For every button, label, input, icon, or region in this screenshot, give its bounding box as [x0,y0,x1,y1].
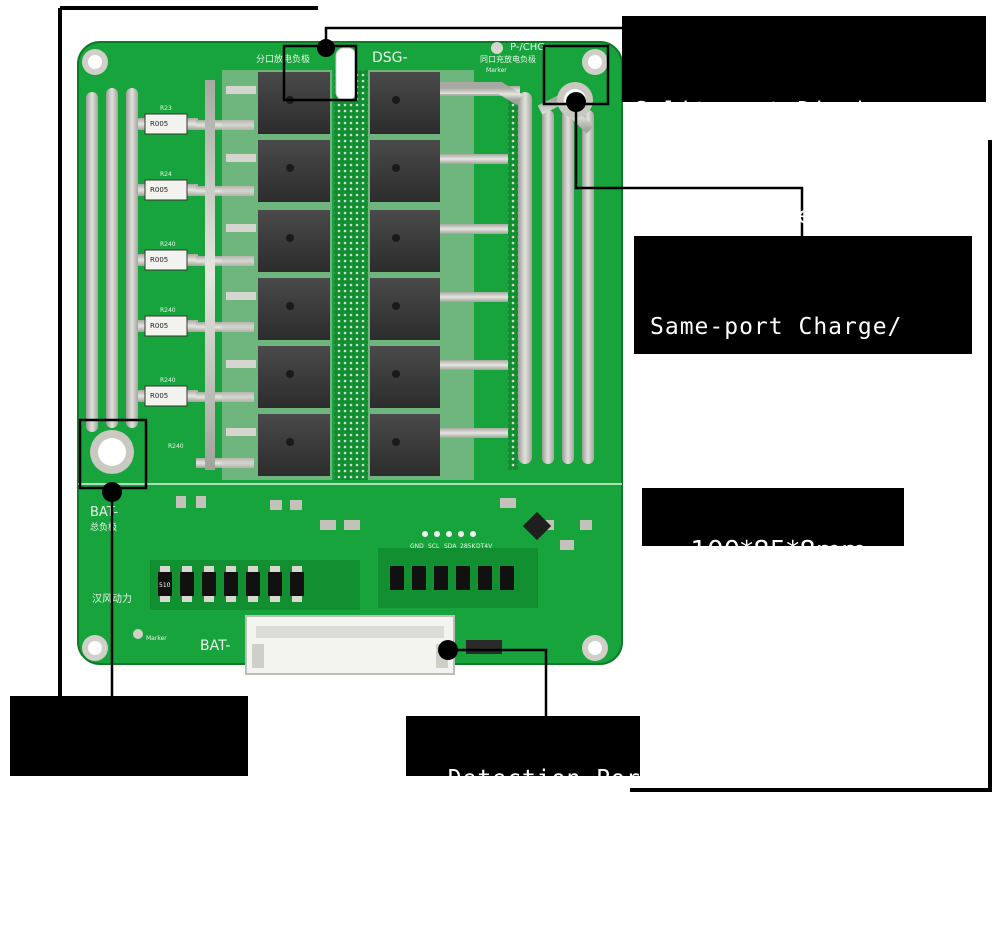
silk-r-label-4: R240 [160,307,176,314]
silk-pin-gnd: GND [410,543,424,550]
callout-input-negative-line-1: Input Negative [20,774,228,800]
via-strip [334,70,368,480]
dimensions-label: 100*85*8mm [642,488,904,566]
callout-same-port: Same-port Charge/ Discharge negative Ele… [634,236,972,550]
resistor-value-4: R005 [150,322,168,330]
resistor-value-1: R005 [150,120,168,128]
callout-split-port: Split-port Discharge Negative Electrode … [622,16,986,229]
pcb-board: DSG- 分口放电负极 P-/CHG- 同口充放电负极 Marker BAT- … [77,41,623,675]
silk-r-label-3: R240 [160,241,176,248]
silk-r-label-6: R240 [168,443,184,450]
balance-resistor-value: 510 [159,582,171,589]
shunt-resistors [138,113,198,407]
silkscreen-text: DSG- 分口放电负极 P-/CHG- 同口充放电负极 Marker BAT- … [90,42,549,654]
silk-same-cn: 同口充放电负极 [480,54,536,64]
slot-hole [335,47,357,101]
mounting-holes [82,49,608,661]
silk-total-cn: 总负极 [90,521,117,533]
mosfet-column-right [368,70,520,480]
resistor-value-2: R005 [150,186,168,194]
silk-r-label-1: R23 [160,105,172,112]
callout-detection-port: Detection Port [406,716,655,792]
silk-r-label-2: R24 [160,171,172,178]
right-bus-bars [440,82,594,470]
mosfet-column-left [222,70,332,480]
leader-detection-port [448,648,548,716]
silk-pin-scl: SCL [428,543,440,550]
silk-pin-dt4v: DT4V [476,543,493,550]
silk-pack: P-/CHG- [510,42,549,53]
callout-same-port-line-2: Discharge negative [650,419,918,445]
left-bus-bars [86,88,138,432]
leader-same-port [574,102,804,236]
silk-marker-bottom: Marker [146,635,167,642]
silk-marker-top: Marker [486,67,507,74]
callout-same-port-line-1: Same-port Charge/ [650,314,903,340]
callout-split-port-line-2: Negative Electrode DSG- [634,203,976,229]
silk-pin-sda: SDA [444,543,457,550]
callout-input-negative-line-2: Electrode BAT- [20,879,228,905]
detection-port-connector[interactable] [245,615,502,675]
dimensions-text: 100*85*8mm [690,536,867,566]
callout-split-port-line-1: Split-port Discharge [634,98,931,124]
resistor-value-5: R005 [150,392,168,400]
frame-lines [58,6,992,792]
silk-dsg: DSG- [372,50,408,66]
silk-bat-top: BAT- [90,505,119,520]
callout-detection-port-text: Detection Port [447,766,656,792]
silk-pin-285k: 285K [460,543,476,550]
leader-dots [102,39,586,660]
pcb-diagram: DSG- 分口放电负极 P-/CHG- 同口充放电负极 Marker BAT- … [58,6,992,792]
balance-resistors [150,496,592,610]
silk-bat-bottom: BAT- [200,638,230,654]
callout-input-negative: Input Negative Electrode BAT- [10,696,248,905]
resistor-value-3: R005 [150,256,168,264]
silk-r-label-5: R240 [160,377,176,384]
